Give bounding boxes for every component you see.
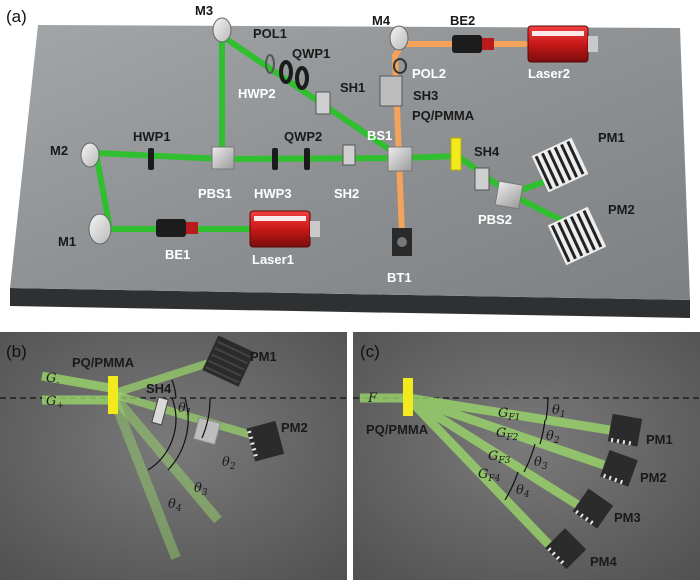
panel-c-beams: [360, 393, 611, 552]
panel-c-sample: [403, 378, 413, 416]
mirror-m2: [80, 142, 100, 168]
pol1-plate: [265, 54, 275, 74]
panel-b-beam-plus: G+: [46, 394, 64, 411]
panel-b-theta1: θ1: [178, 401, 192, 418]
label-qwp2: QWP2: [284, 129, 322, 144]
panel-b-angle-arcs: [147, 379, 211, 471]
panel-b-beams: [41, 358, 264, 560]
label-pm1: PM1: [598, 130, 625, 145]
panel-b-cube: [192, 416, 222, 446]
panel-c-pm2: [600, 450, 638, 487]
panel-c: (c) F PQ/PMMA GF1 GF2 GF3 GF4 θ1 θ2 θ3 θ…: [353, 332, 700, 580]
pq-pmma-sample: [450, 137, 462, 171]
label-pbs1: PBS1: [198, 186, 232, 201]
panel-c-tag: (c): [360, 342, 380, 361]
sh3-shutter: [379, 75, 403, 107]
pm1-meter: [531, 137, 589, 193]
panel-b-sh4: [151, 396, 169, 426]
panel-c-theta1: θ1: [552, 403, 566, 420]
pol2-plate: [393, 58, 407, 74]
label-bs1: BS1: [367, 128, 392, 143]
panel-c-theta4: θ4: [516, 483, 530, 500]
laser1-body: [249, 210, 320, 248]
panel-c-pm2-label: PM2: [640, 470, 667, 485]
sh2-shutter: [342, 144, 356, 166]
label-laser1: Laser1: [252, 252, 294, 267]
panel-c-pq-pmma-label: PQ/PMMA: [366, 422, 429, 437]
pbs1-cube: [211, 146, 235, 170]
mirror-m4: [389, 25, 409, 51]
panel-b-sh4-label: SH4: [146, 381, 172, 396]
be2-expander: [452, 35, 494, 53]
panel-c-pm3-label: PM3: [614, 510, 641, 525]
bs1-cube: [387, 146, 413, 172]
sh4-shutter: [474, 167, 490, 191]
label-m3: M3: [195, 3, 213, 18]
label-laser2: Laser2: [528, 66, 570, 81]
pm2-meter: [547, 206, 607, 266]
qwp1-plate: [279, 60, 293, 84]
sh1-shutter: [315, 91, 331, 115]
label-sh3: SH3: [413, 88, 438, 103]
panel-b-pm1: [202, 335, 255, 387]
panel-c-pm3: [572, 488, 614, 529]
label-pol2: POL2: [412, 66, 446, 81]
label-bt1: BT1: [387, 270, 412, 285]
panel-c-gf1: GF1: [498, 406, 520, 423]
panel-c-theta3: θ3: [534, 455, 548, 472]
be1-expander: [156, 219, 198, 237]
panel-c-pm1: [607, 413, 643, 447]
panel-c-theta2: θ2: [546, 429, 560, 446]
panel-c-pm4-label: PM4: [590, 554, 618, 569]
panel-b-tag: (b): [6, 342, 27, 361]
mirror-m1: [88, 213, 112, 245]
panel-b-theta3: θ3: [194, 481, 208, 498]
panel-c-gf2: GF2: [496, 426, 519, 443]
panel-a-tag: (a): [6, 7, 27, 26]
label-hwp1: HWP1: [133, 129, 171, 144]
hwp3-plate: [272, 148, 278, 170]
panel-c-gf4: GF4: [478, 467, 501, 484]
label-m1: M1: [58, 234, 76, 249]
label-pbs2: PBS2: [478, 212, 512, 227]
label-pol1: POL1: [253, 26, 287, 41]
panel-b-pm1-label: PM1: [250, 349, 277, 364]
panel-c-beam-f: F: [367, 391, 378, 406]
panel-b-beam-minus: G-: [46, 371, 59, 388]
label-be2: BE2: [450, 13, 475, 28]
panel-b-theta4: θ4: [168, 497, 182, 514]
label-sh2: SH2: [334, 186, 359, 201]
pbs2-cube: [494, 180, 524, 210]
label-be1: BE1: [165, 247, 190, 262]
label-sh4: SH4: [474, 144, 500, 159]
label-m4: M4: [372, 13, 391, 28]
bt1-camera: [392, 228, 412, 256]
qwp2-plate: [304, 148, 310, 170]
panel-b-pm2-label: PM2: [281, 420, 308, 435]
panel-a: (a) M1 M2 M3 M4 HWP1 HWP2 HWP3 QWP1 QWP2…: [6, 3, 690, 318]
hwp2-plate: [295, 66, 309, 90]
label-hwp3: HWP3: [254, 186, 292, 201]
panel-b-theta2: θ2: [222, 455, 236, 472]
panel-c-pm1-label: PM1: [646, 432, 673, 447]
panel-b-sample: [108, 376, 118, 414]
panel-b-pm2: [246, 420, 285, 462]
optical-table-side: [10, 288, 690, 318]
hwp1-plate: [148, 148, 154, 170]
mirror-m3: [212, 17, 232, 43]
label-sh1: SH1: [340, 80, 365, 95]
laser2-body: [527, 25, 598, 63]
panel-c-gf3: GF3: [488, 449, 511, 466]
panel-c-angle-arcs: [504, 397, 549, 501]
label-pq-pmma: PQ/PMMA: [412, 108, 475, 123]
label-m2: M2: [50, 143, 68, 158]
label-hwp2: HWP2: [238, 86, 276, 101]
panel-c-pm4: [545, 528, 587, 570]
panel-b-pq-pmma-label: PQ/PMMA: [72, 355, 135, 370]
label-qwp1: QWP1: [292, 46, 330, 61]
label-pm2: PM2: [608, 202, 635, 217]
panel-b: (b) PQ/PMMA SH4 PM1 PM2 G- G+ θ1 θ2 θ3 θ…: [0, 332, 347, 580]
